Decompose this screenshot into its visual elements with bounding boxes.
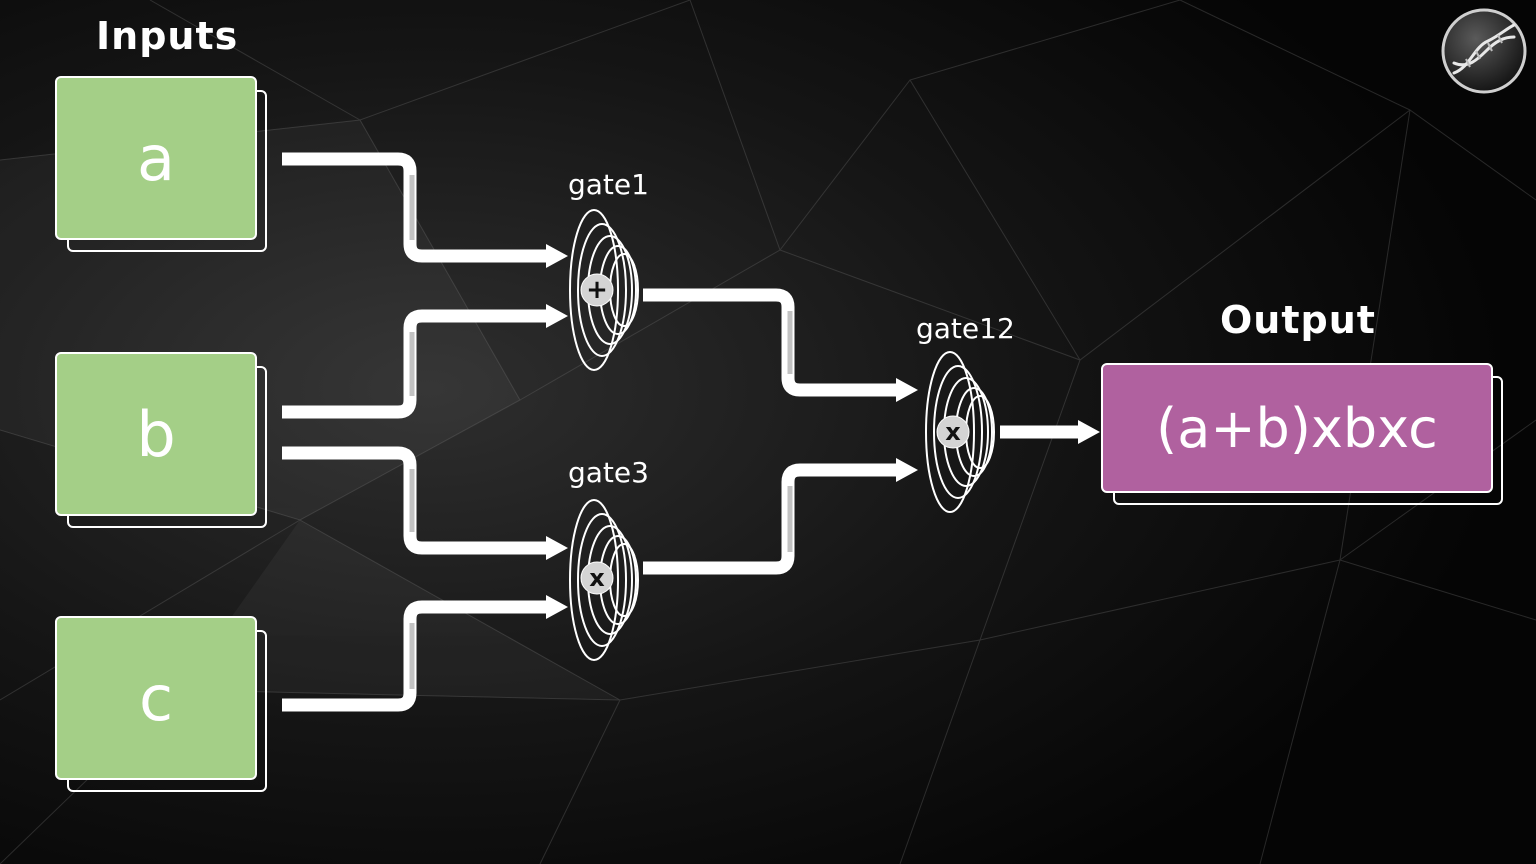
input-label-b: b — [55, 352, 257, 516]
inputs-heading: Inputs — [96, 14, 239, 58]
gate12-symbol: x — [925, 351, 995, 513]
input-label-a: a — [55, 76, 257, 240]
input-box-c: c — [55, 616, 267, 792]
output-expression: (a+b)xbxc — [1101, 363, 1493, 493]
arrowhead-icon — [896, 378, 918, 402]
wire-a-gate1 — [282, 152, 548, 263]
gate3-symbol: x — [569, 499, 639, 661]
output-heading: Output — [1220, 298, 1376, 342]
wire-gate1-gate12 — [643, 288, 898, 397]
input-label-c: c — [55, 616, 257, 780]
arrowhead-icon — [896, 458, 918, 482]
arrowhead-icon — [546, 595, 568, 619]
gate12-label: gate12 — [916, 312, 1015, 345]
wire-gate3-gate12 — [643, 463, 898, 575]
arrowhead-icon — [546, 536, 568, 560]
arrowhead-icon — [546, 304, 568, 328]
arrowhead-icon — [1078, 420, 1100, 444]
wire-c-gate3 — [282, 600, 548, 712]
gate1-symbol: + — [569, 209, 639, 371]
gate1-label: gate1 — [568, 168, 649, 201]
input-box-b: b — [55, 352, 267, 528]
wire-b-gate1 — [282, 309, 548, 419]
output-box: (a+b)xbxc — [1101, 363, 1503, 505]
plus-operator-icon: + — [586, 275, 608, 305]
gate3-label: gate3 — [568, 456, 649, 489]
dna-helix-logo-icon — [1441, 8, 1527, 94]
multiply-operator-icon: x — [589, 564, 605, 592]
multiply-operator-icon: x — [945, 418, 961, 446]
input-box-a: a — [55, 76, 267, 252]
arrowhead-icon — [546, 244, 568, 268]
wire-b-gate3 — [282, 446, 548, 555]
